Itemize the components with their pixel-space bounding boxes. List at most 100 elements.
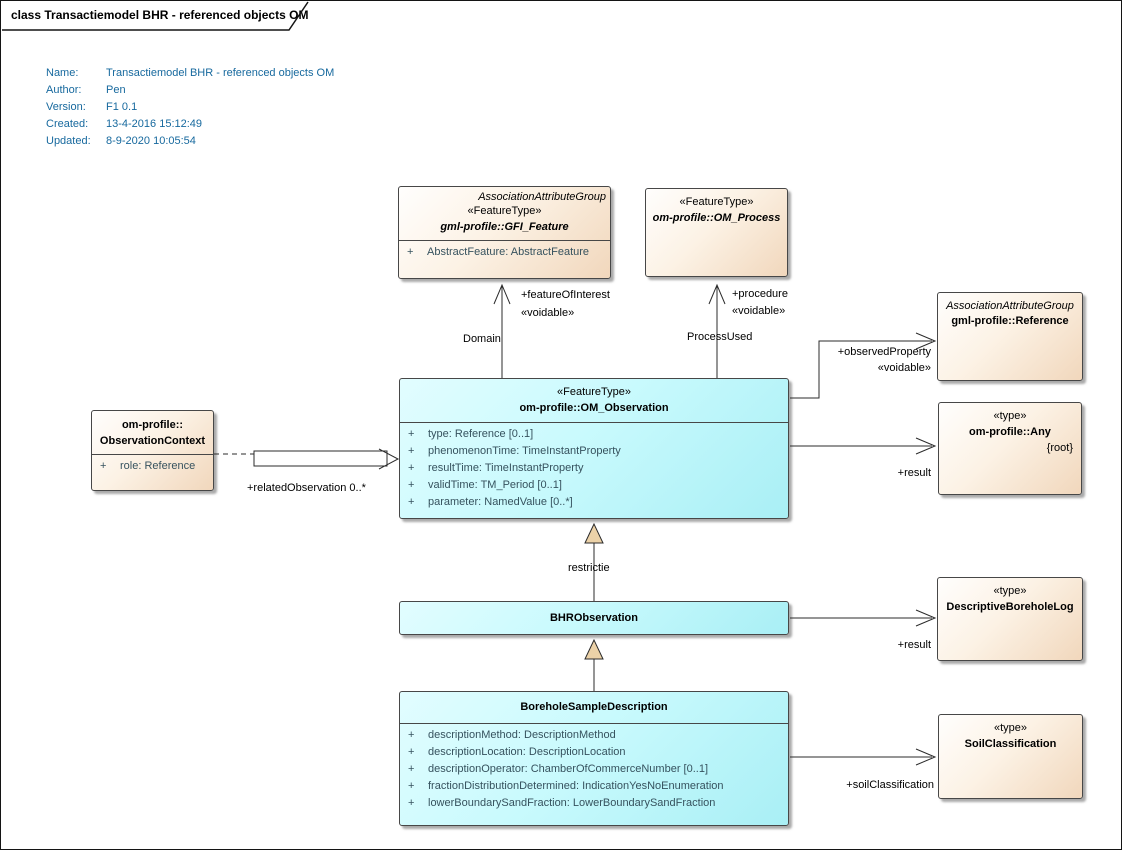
metadata-label: Version:: [46, 101, 86, 113]
attribute-text: AbstractFeature: AbstractFeature: [427, 246, 590, 258]
connector-related-observation: [214, 448, 400, 470]
connector-generalization-sample: [584, 638, 604, 691]
diagram-metadata-note: Name: Transactiemodel BHR - referenced ob…: [46, 65, 334, 150]
connector-result-bhr: [790, 609, 937, 627]
connector-result-observation: [790, 437, 937, 455]
metadata-value: Transactiemodel BHR - referenced objects…: [106, 67, 335, 79]
metadata-label: Author:: [46, 84, 82, 96]
metadata-row: Author: Pen: [46, 82, 334, 99]
metadata-row: Version: F1 0.1: [46, 99, 334, 116]
class-name: BoreholeSampleDescription: [520, 701, 668, 713]
metadata-row: Updated: 8-9-2020 10:05:54: [46, 133, 334, 150]
class-name-line2: ObservationContext: [99, 435, 206, 447]
class-stereotype: «FeatureType»: [679, 196, 754, 208]
metadata-row: Name: Transactiemodel BHR - referenced ob…: [46, 65, 334, 82]
class-bhr-observation[interactable]: BHRObservation: [399, 601, 789, 635]
attribute-text: fractionDistributionDetermined: Indicati…: [428, 780, 724, 792]
visibility-marker: +: [408, 763, 415, 775]
role-label-related-observation: +relatedObservation 0..*: [247, 482, 366, 494]
class-om-process[interactable]: «FeatureType» om-profile::OM_Process: [645, 188, 788, 277]
diagram-title: class Transactiemodel BHR - referenced o…: [11, 8, 309, 22]
visibility-marker: +: [407, 246, 414, 258]
attribute: + resultTime: TimeInstantProperty: [400, 460, 788, 477]
metadata-value: Pen: [106, 84, 126, 96]
class-name: om-profile::OM_Process: [652, 212, 781, 224]
class-name: gml-profile::Reference: [951, 315, 1069, 327]
attribute: + descriptionOperator: ChamberOfCommerceN…: [400, 761, 788, 778]
visibility-marker: +: [100, 460, 107, 472]
class-name-line1: om-profile::: [121, 419, 184, 431]
class-stereotype: «type»: [993, 722, 1028, 734]
diagram-frame-tab: class Transactiemodel BHR - referenced o…: [1, 1, 318, 29]
attribute: + lowerBoundarySandFraction: LowerBoundar…: [400, 795, 788, 812]
attribute-text: descriptionMethod: DescriptionMethod: [428, 729, 616, 741]
class-borehole-sample-description[interactable]: BoreholeSampleDescription + descriptionMe…: [399, 691, 789, 826]
attribute-text: resultTime: TimeInstantProperty: [428, 462, 584, 474]
visibility-marker: +: [408, 746, 415, 758]
connector-name-process-used: ProcessUsed: [687, 331, 753, 343]
metadata-row: Created: 13-4-2016 15:12:49: [46, 116, 334, 133]
attribute-text: role: Reference: [120, 460, 196, 472]
visibility-marker: +: [408, 479, 415, 491]
connector-name-domain: Domain: [463, 333, 501, 345]
class-stereotype: «FeatureType»: [557, 386, 631, 398]
visibility-marker: +: [408, 797, 415, 809]
stereotype-label-voidable: «voidable»: [877, 362, 931, 374]
group-label: AssociationAttributeGroup: [946, 300, 1074, 312]
connector-name-restrictie: restrictie: [568, 562, 610, 574]
attribute-text: phenomenonTime: TimeInstantProperty: [428, 445, 621, 457]
role-label-soil-classification: +soilClassification: [846, 779, 934, 791]
attribute: + descriptionLocation: DescriptionLocatio…: [400, 744, 788, 761]
attribute-text: type: Reference [0..1]: [428, 428, 534, 440]
attribute-text: descriptionLocation: DescriptionLocation: [428, 746, 626, 758]
class-soil-classification[interactable]: «type» SoilClassification: [938, 714, 1083, 799]
metadata-value: 13-4-2016 15:12:49: [106, 118, 203, 130]
attribute: + descriptionMethod: DescriptionMethod: [400, 727, 788, 744]
visibility-marker: +: [408, 780, 415, 792]
stereotype-label-voidable: «voidable»: [521, 307, 575, 319]
class-name: DescriptiveBoreholeLog: [946, 601, 1074, 613]
class-stereotype: «FeatureType»: [467, 205, 542, 217]
visibility-marker: +: [408, 496, 415, 508]
class-gml-reference[interactable]: AssociationAttributeGroup gml-profile::R…: [937, 292, 1083, 381]
class-name: SoilClassification: [964, 738, 1057, 750]
class-om-observation[interactable]: «FeatureType» om-profile::OM_Observation…: [399, 378, 789, 519]
role-label-procedure: +procedure: [732, 288, 788, 300]
attribute: + validTime: TM_Period [0..1]: [400, 477, 788, 494]
class-name: om-profile::OM_Observation: [519, 402, 669, 414]
connector-soil-classification: [790, 748, 937, 766]
connector-feature-of-interest: [493, 283, 511, 378]
class-name: gml-profile::GFI_Feature: [440, 221, 569, 233]
attribute: + role: Reference: [92, 458, 213, 475]
attribute-text: descriptionOperator: ChamberOfCommerceNu…: [428, 763, 708, 775]
visibility-marker: +: [408, 428, 415, 440]
attribute: + phenomenonTime: TimeInstantProperty: [400, 443, 788, 460]
attribute: + type: Reference [0..1]: [400, 426, 788, 443]
metadata-label: Name:: [46, 67, 79, 79]
attribute: + AbstractFeature: AbstractFeature: [399, 244, 610, 261]
class-gfi-feature[interactable]: AssociationAttributeGroup «FeatureType» …: [398, 186, 611, 279]
visibility-marker: +: [408, 445, 415, 457]
class-stereotype: «type»: [993, 585, 1027, 597]
role-label-result: +result: [897, 639, 931, 651]
class-descriptive-borehole-log[interactable]: «type» DescriptiveBoreholeLog: [937, 577, 1083, 661]
class-stereotype: «type»: [993, 410, 1027, 422]
metadata-label: Updated:: [46, 135, 91, 147]
attribute: +parameter: NamedValue [0..*]: [400, 494, 788, 511]
class-name: om-profile::Any: [969, 426, 1051, 438]
metadata-value: F1 0.1: [106, 101, 138, 113]
attribute: + fractionDistributionDetermined: Indicat…: [400, 778, 788, 795]
metadata-label: Created:: [46, 118, 89, 130]
role-label-observed-property: +observedProperty: [837, 346, 931, 358]
attribute-text: validTime: TM_Period [0..1]: [428, 479, 562, 491]
attribute-text: lowerBoundarySandFraction: LowerBoundary…: [428, 797, 716, 809]
class-name: BHRObservation: [549, 612, 639, 624]
class-om-any[interactable]: «type» om-profile::Any {root}: [938, 402, 1082, 495]
class-observation-context[interactable]: om-profile:: ObservationContext + role: R…: [91, 410, 214, 491]
metadata-value: 8-9-2020 10:05:54: [106, 135, 196, 147]
visibility-marker: +: [408, 462, 415, 474]
visibility-marker: +: [408, 729, 415, 741]
class-constraint: {root}: [1046, 442, 1073, 454]
group-label: AssociationAttributeGroup: [478, 191, 606, 203]
